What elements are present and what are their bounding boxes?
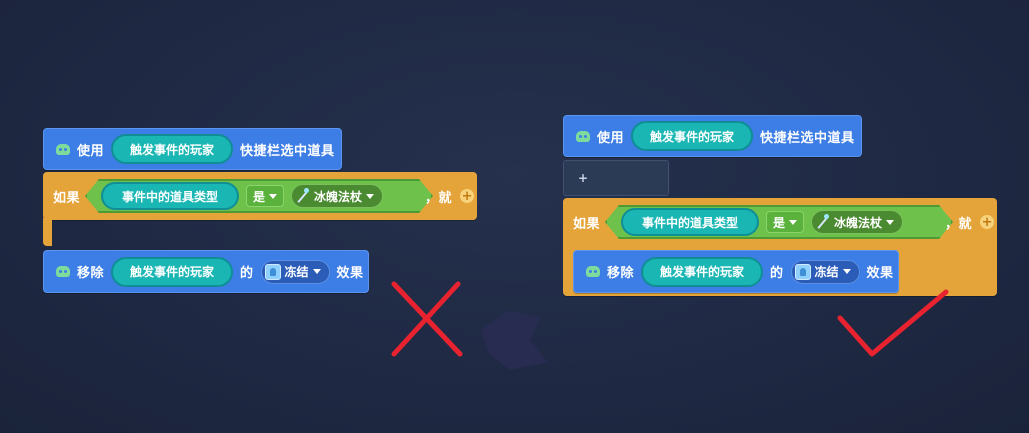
- chevron-down-icon: [886, 219, 895, 225]
- empty-slot-placeholder[interactable]: +: [563, 160, 669, 196]
- event-item-type-pill[interactable]: 事件中的道具类型: [101, 182, 239, 210]
- chevron-down-icon: [842, 269, 851, 274]
- chevron-down-icon: [789, 219, 798, 225]
- if-block-left-arm: [43, 218, 52, 246]
- effect-dropdown[interactable]: 冻结: [260, 259, 330, 284]
- use-label: 使用: [597, 130, 625, 146]
- item-value-dropdown[interactable]: 冰魄法杖: [811, 210, 904, 234]
- use-item-block-right[interactable]: 使用 触发事件的玩家 快捷栏选中道具: [563, 115, 862, 157]
- then-label: ，就: [425, 190, 453, 206]
- effect-value: 冻结: [284, 265, 309, 279]
- robot-icon: [576, 130, 590, 142]
- effect-label: 效果: [336, 266, 364, 281]
- chevron-down-icon: [366, 193, 375, 199]
- check-mark-icon: [837, 289, 949, 357]
- use-item-block-left[interactable]: 使用 触发事件的玩家 快捷栏选中道具: [43, 128, 342, 170]
- remove-label: 移除: [607, 266, 635, 281]
- cross-mark-icon: [391, 281, 463, 357]
- operator-value: 是: [253, 189, 266, 204]
- if-label: 如果: [53, 190, 81, 206]
- player-pill[interactable]: 触发事件的玩家: [641, 256, 764, 287]
- event-item-type-pill[interactable]: 事件中的道具类型: [621, 208, 759, 236]
- chevron-down-icon: [312, 269, 321, 274]
- background-shadow-shape: [480, 310, 548, 370]
- add-branch-icon[interactable]: +: [980, 214, 995, 230]
- if-label: 如果: [573, 216, 601, 232]
- of-label: 的: [770, 266, 784, 281]
- item-value: 冰魄法杖: [834, 215, 883, 230]
- effect-dropdown[interactable]: 冻结: [790, 259, 860, 284]
- wand-icon: [296, 188, 310, 203]
- effect-label: 效果: [866, 266, 894, 281]
- operator-dropdown[interactable]: 是: [246, 185, 285, 207]
- if-block-right[interactable]: 如果 事件中的道具类型 是 冰魄法杖 ，就 +: [563, 198, 997, 296]
- freeze-effect-icon: [794, 263, 811, 280]
- remove-label: 移除: [77, 266, 105, 281]
- robot-icon: [56, 143, 70, 155]
- robot-icon: [586, 266, 600, 277]
- add-branch-icon[interactable]: +: [460, 188, 475, 204]
- chevron-down-icon: [269, 193, 278, 199]
- of-label: 的: [240, 266, 254, 281]
- hotbar-item-label: 快捷栏选中道具: [760, 130, 855, 146]
- player-pill[interactable]: 触发事件的玩家: [111, 256, 234, 287]
- hotbar-item-label: 快捷栏选中道具: [240, 143, 335, 159]
- item-value: 冰魄法杖: [314, 189, 363, 204]
- remove-effect-block-left[interactable]: 移除 触发事件的玩家 的 冻结 效果: [43, 250, 369, 293]
- wand-icon: [816, 214, 830, 229]
- freeze-effect-icon: [264, 263, 281, 280]
- operator-value: 是: [773, 215, 786, 230]
- player-pill[interactable]: 触发事件的玩家: [111, 134, 234, 164]
- player-pill[interactable]: 触发事件的玩家: [631, 121, 754, 151]
- if-block-left[interactable]: 如果 事件中的道具类型 是 冰魄法杖 ，就 +: [43, 172, 477, 220]
- use-label: 使用: [77, 143, 105, 159]
- remove-effect-block-right[interactable]: 移除 触发事件的玩家 的 冻结 效果: [573, 250, 899, 293]
- then-label: ，就: [945, 216, 973, 232]
- robot-icon: [56, 266, 70, 277]
- item-value-dropdown[interactable]: 冰魄法杖: [291, 184, 384, 208]
- effect-value: 冻结: [814, 265, 839, 279]
- operator-dropdown[interactable]: 是: [766, 211, 805, 233]
